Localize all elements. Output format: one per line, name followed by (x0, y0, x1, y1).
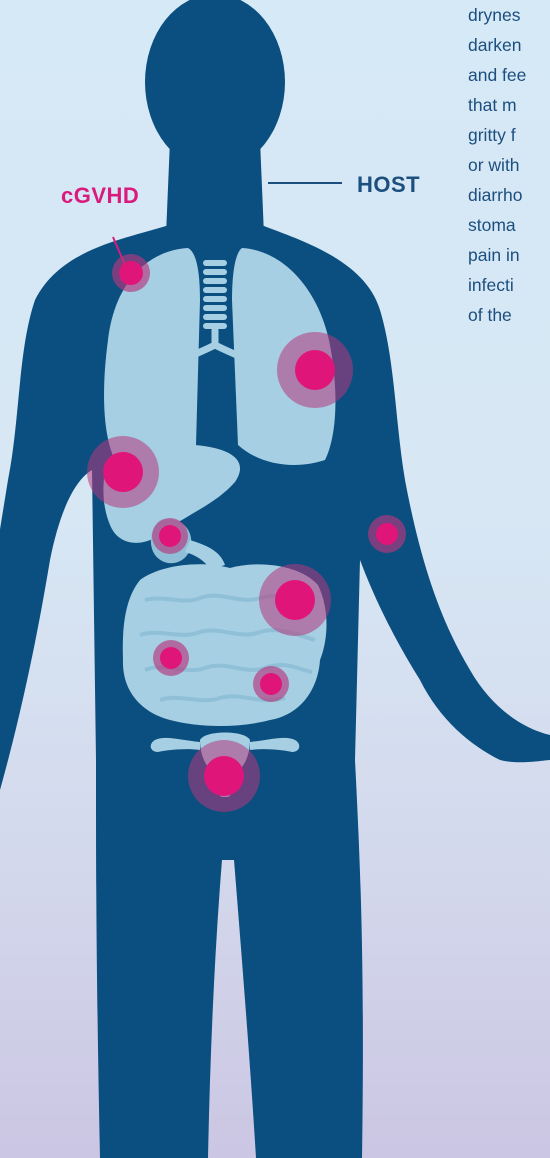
marker-pelvis (188, 740, 260, 812)
symptom-line: drynes (468, 0, 550, 30)
marker-liver (87, 436, 159, 508)
symptom-line: and fee (468, 60, 550, 90)
marker-lung-right (277, 332, 353, 408)
host-label: HOST (357, 172, 420, 198)
symptom-line: of the (468, 300, 550, 330)
symptom-line: infecti (468, 270, 550, 300)
marker-colon-upper (259, 564, 331, 636)
symptom-line: darken (468, 30, 550, 60)
symptom-line: or with (468, 150, 550, 180)
marker-lung-left (112, 254, 150, 292)
symptom-line: diarrho (468, 180, 550, 210)
symptom-line: pain in (468, 240, 550, 270)
symptom-line: stoma (468, 210, 550, 240)
marker-colon-left (153, 640, 189, 676)
marker-arm (368, 515, 406, 553)
symptoms-text-block: drynes darken and fee that m gritty f or… (468, 0, 550, 330)
marker-stomach (152, 518, 188, 554)
symptom-line: that m (468, 90, 550, 120)
cgvhd-label: cGVHD (61, 183, 139, 209)
symptom-line: gritty f (468, 120, 550, 150)
marker-colon-right (253, 666, 289, 702)
